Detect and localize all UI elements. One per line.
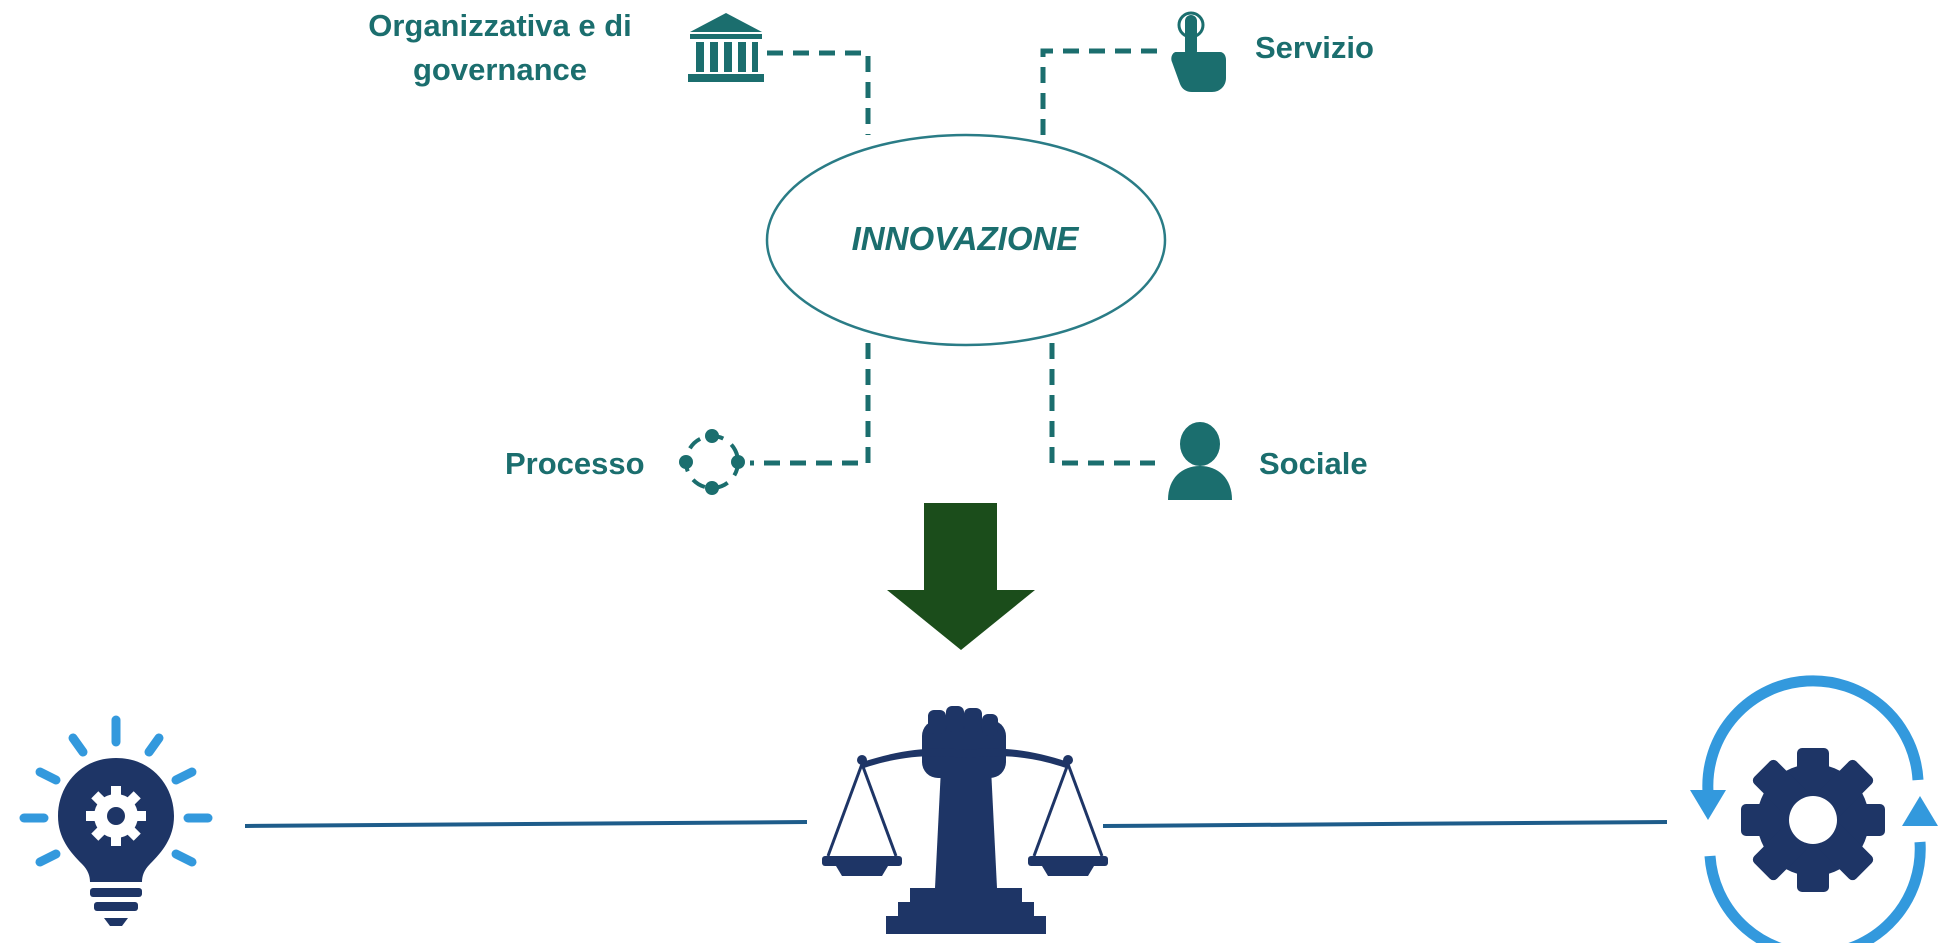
connector-servizio [1040, 48, 1160, 135]
connector-organizzativa [767, 50, 871, 135]
pointing-hand-icon [1171, 11, 1226, 92]
innovazione-label: INNOVAZIONE [851, 220, 1079, 257]
left-connector-line [244, 820, 808, 828]
label-servizio: Servizio [1255, 30, 1374, 65]
circular-nodes-icon [679, 429, 745, 495]
label-organizzativa-line2: governance [412, 52, 587, 87]
fist-scales-justice-icon [822, 706, 1108, 934]
bottom-connector-lines [244, 820, 1668, 828]
gear-refresh-icon [1690, 675, 1938, 943]
dashed-connectors [750, 48, 1160, 466]
label-organizzativa-line1: Organizzativa e di [368, 8, 632, 43]
person-icon [1168, 422, 1232, 500]
connector-sociale [1049, 343, 1155, 466]
down-arrow [887, 503, 1035, 650]
label-organizzativa: Organizzativa e di governance [320, 4, 680, 92]
innovazione-ellipse [765, 133, 1167, 347]
label-processo: Processo [505, 446, 645, 481]
label-sociale: Sociale [1259, 446, 1368, 481]
right-connector-line [1102, 820, 1668, 828]
connector-processo [750, 343, 871, 466]
lightbulb-gear-icon [19, 715, 213, 926]
bank-building-icon [688, 13, 764, 82]
